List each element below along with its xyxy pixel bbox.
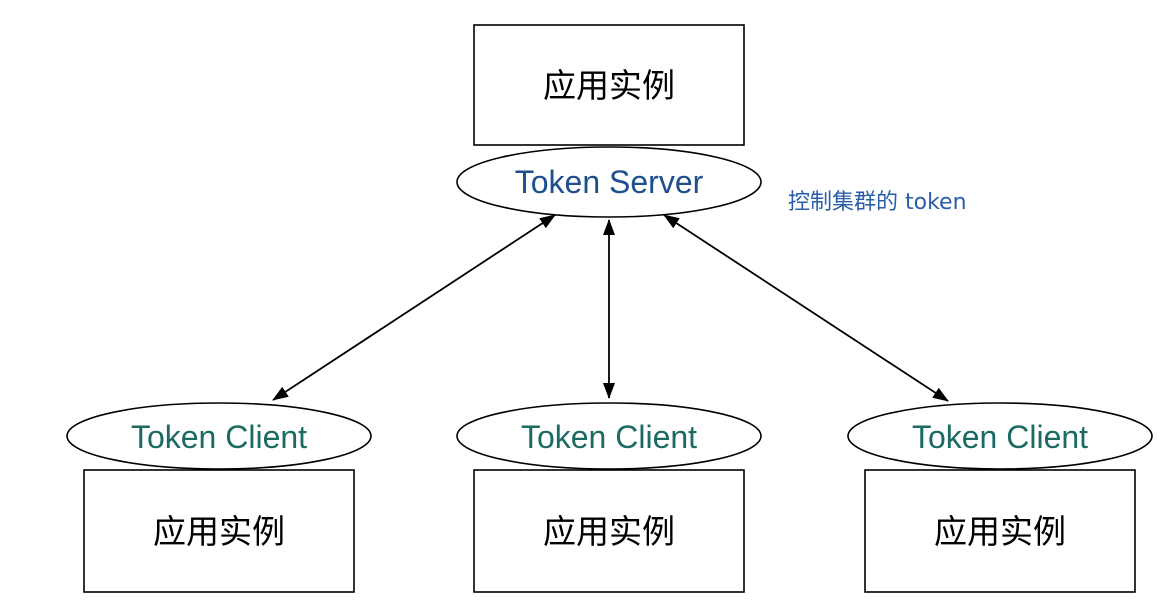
client-instance-label: 应用实例	[543, 512, 675, 551]
client-instance-box	[83, 469, 355, 593]
token-client-ellipse	[66, 402, 372, 470]
client-instance-label: 应用实例	[934, 512, 1066, 551]
token-server-ellipse	[456, 146, 762, 218]
token-client-node-3: Token Client 应用实例	[847, 402, 1153, 593]
token-client-ellipse	[847, 402, 1153, 470]
token-client-label: Token Client	[131, 419, 307, 455]
server-instance: 应用实例	[473, 24, 745, 146]
token-client-node-1: Token Client 应用实例	[66, 402, 372, 593]
token-client-label: Token Client	[521, 419, 697, 455]
edge-server-client-1	[272, 214, 556, 401]
client-instance-box	[864, 469, 1136, 593]
edge-server-client-3	[663, 214, 949, 402]
client-instance-label: 应用实例	[153, 512, 285, 551]
server-instance-label: 应用实例	[543, 66, 675, 105]
token-server-node: Token Server	[456, 146, 762, 218]
server-instance-box	[473, 24, 745, 146]
token-client-node-2: Token Client 应用实例	[456, 402, 762, 593]
server-note: 控制集群的 token	[788, 190, 967, 215]
client-instance-box	[473, 469, 745, 593]
token-client-ellipse	[456, 402, 762, 470]
token-client-label: Token Client	[912, 419, 1088, 455]
token-server-label: Token Server	[515, 164, 704, 200]
